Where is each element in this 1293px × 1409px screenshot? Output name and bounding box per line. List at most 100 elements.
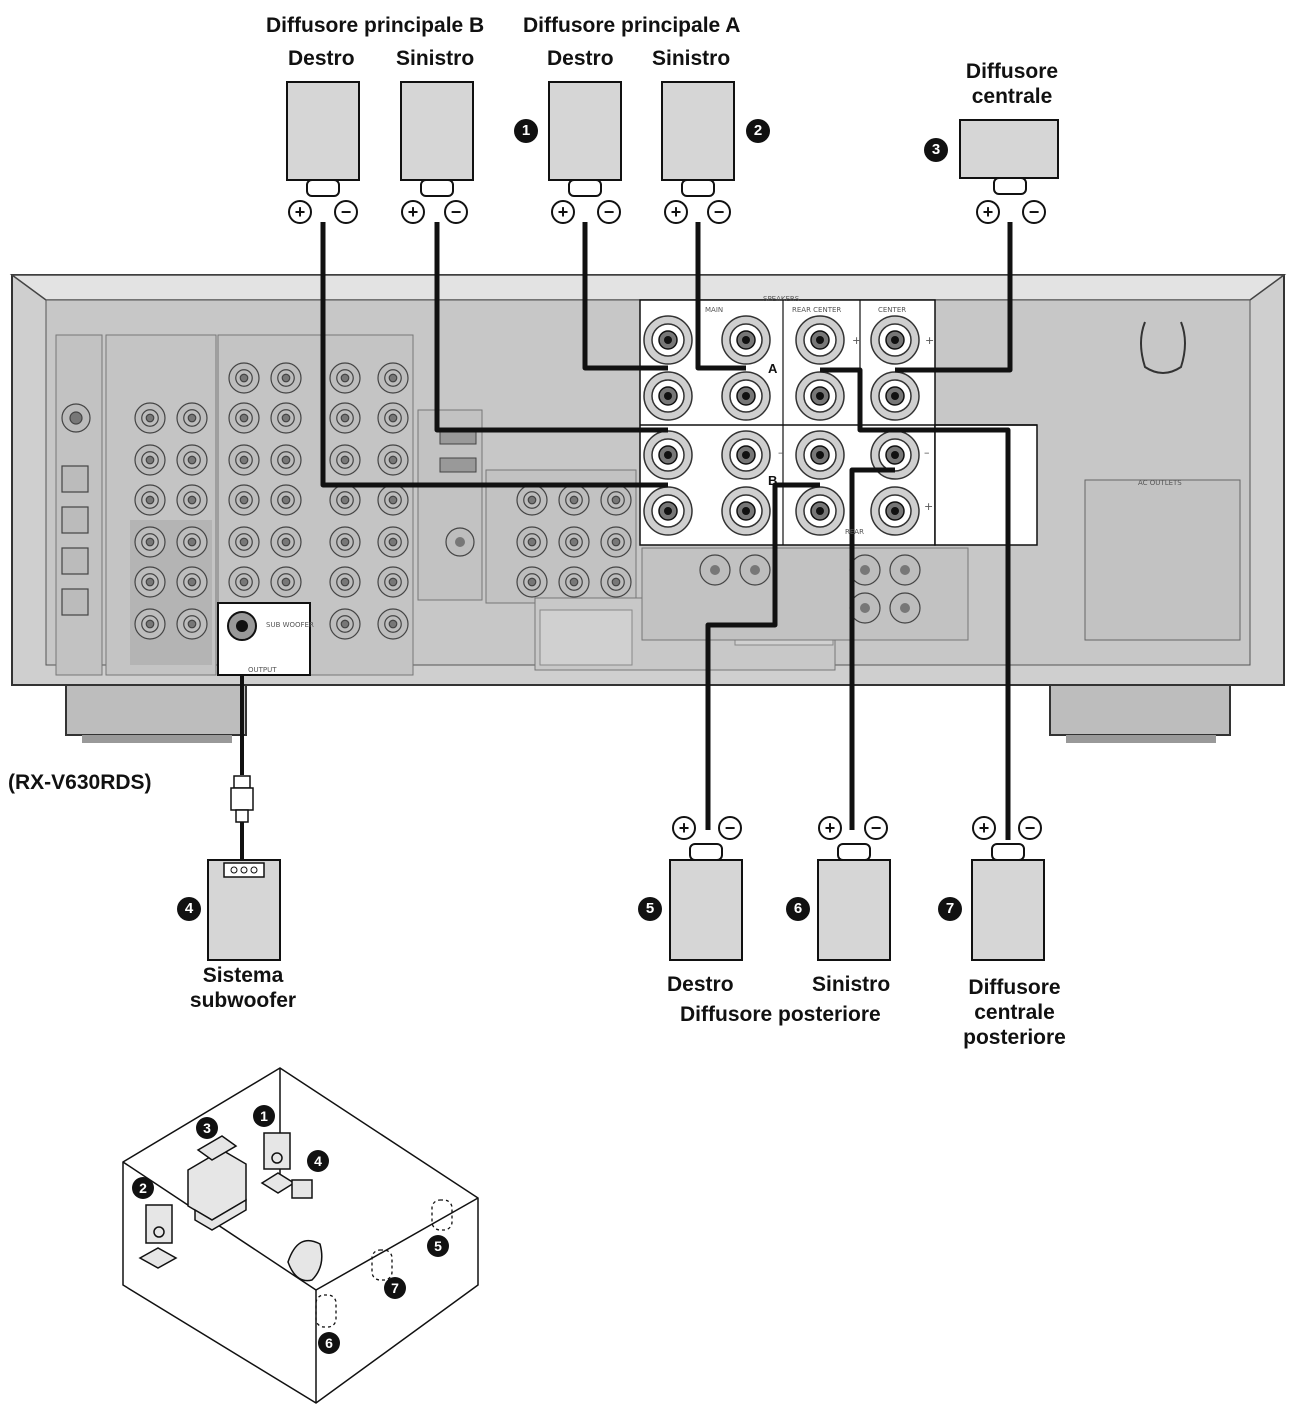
plus-terminal-1: [401, 200, 425, 224]
svg-text:+: +: [408, 202, 419, 222]
room-badge-2: 2: [132, 1177, 154, 1199]
minus-terminal-2: [597, 200, 621, 224]
panel-main-text: MAIN: [705, 306, 723, 314]
panel-plus-1: +: [852, 334, 861, 347]
speaker-main-b-left: [400, 81, 474, 181]
minus-terminal-6: [864, 816, 888, 840]
svg-text:+: +: [295, 202, 306, 222]
speaker-main-b-right: [286, 81, 360, 181]
subwoofer-cable: [230, 675, 254, 862]
room-layout-illustration: [122, 1067, 479, 1404]
panel-output-text: OUTPUT: [248, 666, 277, 674]
svg-text:−: −: [1029, 202, 1040, 222]
badge-5-rear-right: 5: [638, 897, 662, 921]
room-badge-3: 3: [196, 1117, 218, 1139]
label-rear-speaker: Diffusore posteriore: [680, 1003, 881, 1026]
receiver-rear-panel: [9, 274, 1287, 743]
subwoofer-box: [207, 859, 281, 961]
plus-terminal-4: [976, 200, 1000, 224]
room-subwoofer: [291, 1179, 313, 1199]
room-speaker-front-right: [260, 1132, 296, 1194]
plus-terminal-2: [551, 200, 575, 224]
panel-center-text: CENTER: [878, 306, 906, 314]
badge-3-center: 3: [924, 138, 948, 162]
room-speaker-front-left: [138, 1204, 178, 1269]
cable-5: [895, 222, 1013, 373]
svg-text:−: −: [451, 202, 462, 222]
room-badge-4: 4: [307, 1150, 329, 1172]
speaker-center: [959, 119, 1059, 179]
cable-6: [705, 482, 820, 830]
plus-terminal-6: [818, 816, 842, 840]
subwoofer-output-box: [217, 602, 311, 676]
svg-text:−: −: [604, 202, 615, 222]
badge-1-main-right: 1: [514, 119, 538, 143]
panel-minus-2: –: [924, 446, 930, 459]
speaker-rear-right: [669, 859, 743, 961]
cable-8: [820, 367, 1011, 840]
minus-terminal-4: [1022, 200, 1046, 224]
minus-terminal-3: [707, 200, 731, 224]
room-badge-6: 6: [318, 1332, 340, 1354]
badge-2-main-left: 2: [746, 119, 770, 143]
room-listener: [287, 1239, 323, 1282]
label-center-speaker: Diffusore centrale: [965, 60, 1059, 108]
label-model: (RX-V630RDS): [8, 771, 152, 794]
panel-subwoofer-text: SUB WOOFER: [266, 621, 314, 629]
svg-text:−: −: [341, 202, 352, 222]
cable-7: [849, 467, 895, 830]
panel-plus-3: +: [924, 500, 933, 513]
label-rear-right: Destro: [667, 973, 734, 996]
left-foot: [65, 684, 247, 736]
speaker-rear-center: [971, 859, 1045, 961]
panel-rear-center-text: REAR CENTER: [792, 306, 841, 314]
minus-terminal-7: [1018, 816, 1042, 840]
room-badge-1: 1: [253, 1105, 275, 1127]
panel-letter-a: A: [768, 361, 778, 376]
speaker-rear-left: [817, 859, 891, 961]
panel-ac-outlets-text: AC OUTLETS: [1138, 479, 1182, 487]
cable-1: [320, 222, 668, 488]
room-badge-7: 7: [384, 1277, 406, 1299]
svg-text:+: +: [825, 818, 836, 838]
label-b-left: Sinistro: [396, 47, 475, 70]
speaker-main-a-left: [661, 81, 735, 181]
label-main-speaker-b: Diffusore principale B: [266, 14, 485, 37]
badge-7-rear-center: 7: [938, 897, 962, 921]
svg-text:−: −: [714, 202, 725, 222]
cable-4: [695, 222, 746, 371]
svg-text:+: +: [679, 818, 690, 838]
badge-6-rear-left: 6: [786, 897, 810, 921]
label-b-right: Destro: [288, 47, 355, 70]
plus-terminal-5: [672, 816, 696, 840]
right-foot: [1049, 684, 1231, 736]
label-main-speaker-a: Diffusore principale A: [523, 14, 741, 37]
plus-terminal-3: [664, 200, 688, 224]
svg-text:+: +: [558, 202, 569, 222]
panel-minus-1: –: [778, 446, 784, 459]
svg-text:−: −: [725, 818, 736, 838]
minus-terminal-1: [444, 200, 468, 224]
room-tv: [187, 1135, 247, 1231]
svg-text:−: −: [871, 818, 882, 838]
svg-text:+: +: [979, 818, 990, 838]
panel-rear-text: REAR: [845, 528, 864, 536]
minus-terminal-5: [718, 816, 742, 840]
panel-speakers-text: SPEAKERS: [763, 295, 800, 303]
label-a-left: Sinistro: [652, 47, 731, 70]
label-rear-center-speaker: Diffusore centrale posteriore: [963, 976, 1066, 1049]
svg-text:+: +: [983, 202, 994, 222]
plus-terminal-7: [972, 816, 996, 840]
cable-3: [582, 222, 668, 371]
badge-4-subwoofer: 4: [177, 897, 201, 921]
panel-plus-2: +: [925, 334, 934, 347]
svg-text:+: +: [671, 202, 682, 222]
plus-terminal-0: [288, 200, 312, 224]
speaker-cables: [320, 222, 1013, 840]
room-badge-5: 5: [427, 1235, 449, 1257]
panel-letter-b: B: [768, 473, 777, 488]
label-a-right: Destro: [547, 47, 614, 70]
minus-terminal-0: [334, 200, 358, 224]
